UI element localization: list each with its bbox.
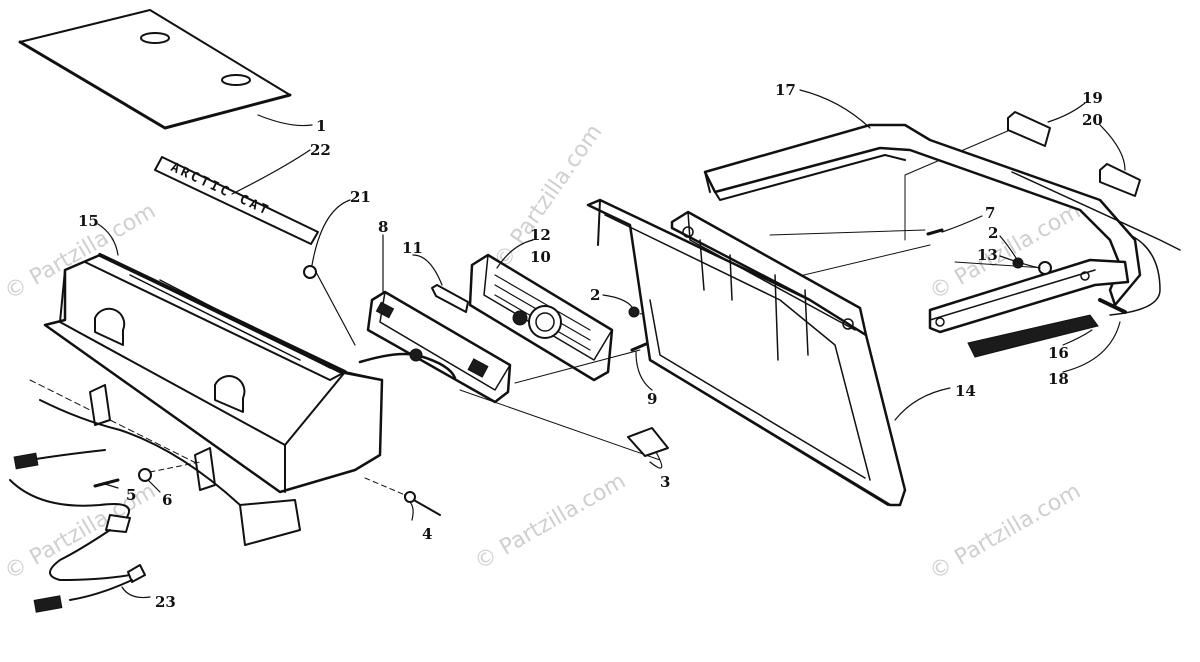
- callout-23: 23: [155, 593, 176, 611]
- decal-text: ARCTIC CAT: [168, 160, 272, 219]
- callout-17: 17: [775, 81, 796, 99]
- watermark-4: © Partzilla.com: [926, 479, 1086, 586]
- callout-22: 22: [310, 141, 331, 159]
- part-17-bumper: [703, 123, 1181, 334]
- part-14-back-panel: [586, 198, 907, 507]
- screws-center: [628, 306, 648, 352]
- callout-15: 15: [78, 212, 99, 230]
- callout-2b: 2: [988, 224, 998, 242]
- callout-13: 13: [977, 246, 998, 264]
- part-11-clip: [431, 284, 469, 313]
- callout-9: 9: [647, 390, 657, 408]
- part-12-lens: [468, 253, 614, 382]
- part-21-grommet: [303, 265, 356, 346]
- leader-lines: [97, 89, 1126, 599]
- callout-12: 12: [530, 226, 551, 244]
- callout-5: 5: [126, 486, 136, 504]
- callout-19: 19: [1082, 89, 1103, 107]
- part-15-housing: [29, 253, 384, 494]
- callout-4: 4: [422, 525, 432, 543]
- callout-10: 10: [530, 248, 551, 266]
- part-23-wire-harness: [9, 449, 146, 613]
- callout-6: 6: [162, 491, 172, 509]
- hardware-small: [93, 461, 441, 516]
- callout-20: 20: [1082, 111, 1103, 129]
- part-8-taillight-base: [358, 290, 512, 404]
- callout-18: 18: [1048, 370, 1069, 388]
- part-bracket-wiring: [39, 384, 301, 546]
- callout-16: 16: [1048, 344, 1069, 362]
- part-22-decal: ARCTIC CAT: [154, 156, 319, 245]
- callout-11: 11: [402, 239, 423, 257]
- part-18-trim-strip: [967, 314, 1099, 358]
- callout-7: 7: [985, 204, 995, 222]
- callout-2a: 2: [590, 286, 600, 304]
- callout-8: 8: [378, 218, 388, 236]
- part-3-pad: [627, 427, 669, 457]
- callout-1: 1: [316, 117, 326, 135]
- part-1-pad: [18, 9, 292, 130]
- callout-14: 14: [955, 382, 976, 400]
- part-19-20-reflectors: [1007, 111, 1141, 197]
- callout-3: 3: [660, 473, 670, 491]
- callout-labels: 1 22 15 21 8 11 12 10 2 9 3 4 5 6 23 14 …: [78, 81, 1103, 611]
- watermark-2: © Partzilla.com: [471, 469, 631, 576]
- callout-21: 21: [350, 188, 371, 206]
